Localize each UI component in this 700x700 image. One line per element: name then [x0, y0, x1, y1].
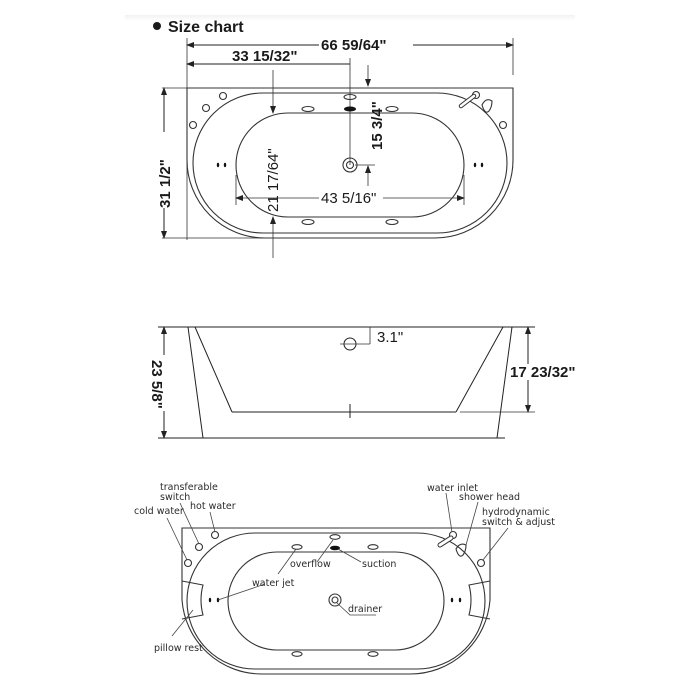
dim-drain-offset: 33 15/32" — [232, 48, 298, 65]
jet-icon — [385, 218, 399, 226]
label-transferable: transferable — [160, 482, 218, 493]
label-hot-water: hot water — [190, 501, 236, 512]
overflow-icon — [343, 93, 357, 101]
feature-view: transferable switch cold water hot water… — [134, 482, 555, 675]
dim-overall-length: 66 59/64" — [321, 37, 387, 54]
top-view: 66 59/64" 33 15/32" 31 1/2" 21 17/64" 43… — [150, 36, 514, 258]
label-overflow: overflow — [290, 559, 331, 570]
jet-icon — [301, 105, 315, 113]
suction-icon — [330, 545, 340, 551]
dim-inner-width: 21 17/64" — [265, 148, 282, 212]
pillow-rest-left — [181, 580, 204, 620]
side-jets-icon — [216, 162, 484, 168]
suction-icon — [344, 106, 356, 112]
side-view: 3.1" 23 5/8" 17 23/32" — [148, 326, 576, 439]
label-pillow-rest: pillow rest — [154, 643, 203, 654]
label-suction: suction — [362, 559, 396, 570]
label-switch-adjust: switch & adjust — [482, 517, 555, 528]
dim-overflow-depth: 3.1" — [377, 329, 403, 346]
header: Size chart — [153, 19, 244, 36]
shower-head-icon — [458, 93, 493, 113]
dim-overall-width: 31 1/2" — [157, 159, 174, 208]
drain-icon — [342, 157, 358, 173]
label-water-inlet: water inlet — [427, 483, 478, 494]
dim-overall-height: 23 5/8" — [148, 360, 165, 409]
bullet-icon — [153, 22, 161, 30]
overflow-icon — [329, 534, 341, 540]
label-shower-head: shower head — [459, 492, 520, 503]
shower-head-icon — [455, 543, 467, 557]
dim-drain-to-back: 15 3/4" — [369, 101, 386, 150]
pillow-rest-right — [468, 580, 491, 620]
header-band — [125, 15, 575, 21]
label-hydrodynamic: hydrodynamic — [482, 507, 550, 518]
dim-inner-length: 43 5/16" — [321, 190, 376, 207]
page-title: Size chart — [168, 19, 244, 36]
jet-icon — [301, 218, 315, 226]
label-switch: switch — [160, 492, 190, 503]
label-drainer: drainer — [348, 604, 382, 615]
label-cold-water: cold water — [134, 506, 184, 517]
faucet-holes-icon — [188, 90, 508, 130]
dim-inner-depth: 17 23/32" — [510, 364, 576, 381]
drainer-icon — [328, 593, 342, 607]
jet-icon — [385, 105, 399, 113]
label-water-jet: water jet — [252, 578, 295, 589]
